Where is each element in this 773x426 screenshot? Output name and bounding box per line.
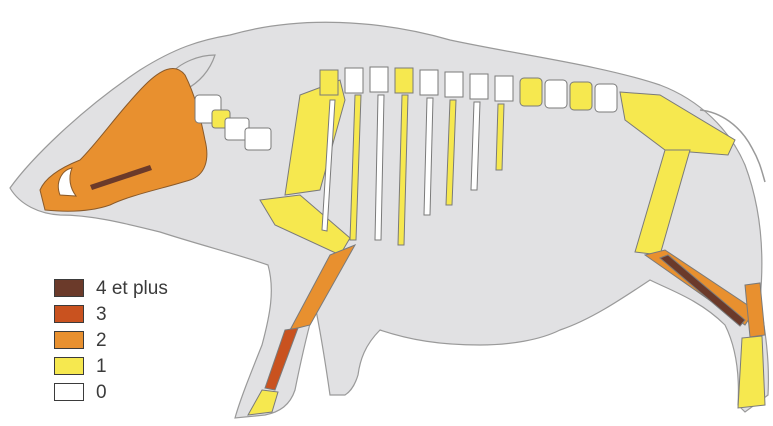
thoracic-vertebra: [370, 67, 388, 92]
lumbar-vertebra: [570, 82, 592, 110]
lumbar-vertebra: [545, 80, 567, 108]
legend-item: 2: [54, 328, 204, 352]
lumbar-vertebra: [520, 78, 542, 106]
thoracic-vertebra: [470, 74, 488, 99]
legend-item: 0: [54, 380, 204, 404]
thoracic-vertebra: [320, 70, 338, 95]
legend-swatch: [54, 279, 84, 297]
legend-label: 4 et plus: [96, 279, 168, 298]
legend-item: 4 et plus: [54, 276, 204, 300]
legend: 4 et plus 3 2 1 0: [54, 276, 204, 406]
hind-foot-bone: [738, 336, 765, 408]
legend-label: 2: [96, 331, 107, 350]
thoracic-vertebra: [495, 76, 513, 101]
thoracic-vertebra: [395, 68, 413, 93]
thoracic-vertebra: [420, 70, 438, 95]
rib: [496, 104, 504, 170]
legend-swatch: [54, 331, 84, 349]
legend-swatch: [54, 357, 84, 375]
legend-label: 3: [96, 305, 107, 324]
legend-item: 1: [54, 354, 204, 378]
thoracic-vertebra: [345, 68, 363, 93]
legend-swatch: [54, 383, 84, 401]
legend-swatch: [54, 305, 84, 323]
lumbar-vertebra: [595, 84, 617, 112]
legend-label: 1: [96, 357, 107, 376]
legend-item: 3: [54, 302, 204, 326]
thoracic-vertebra: [445, 72, 463, 97]
cervical-vertebra: [245, 128, 271, 150]
legend-label: 0: [96, 383, 107, 402]
